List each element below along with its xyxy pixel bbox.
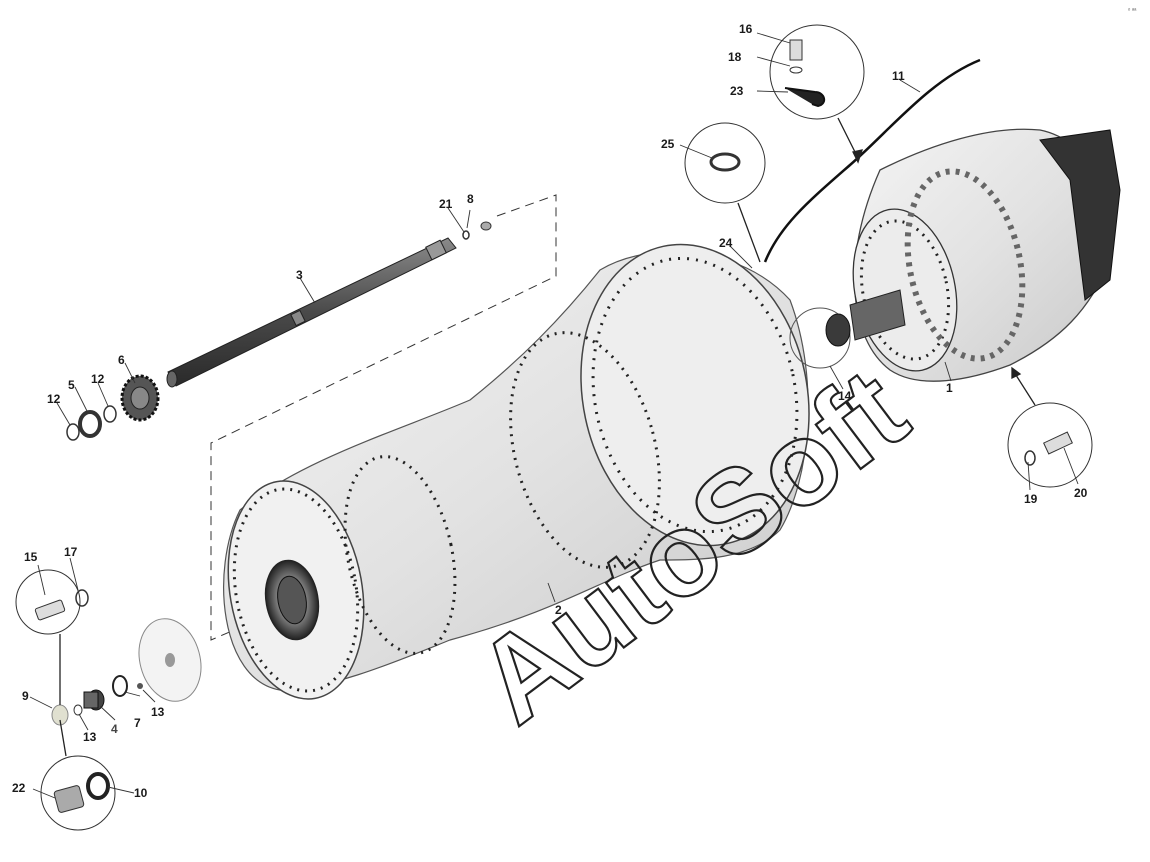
detail-circle-19-20 xyxy=(1007,402,1093,488)
callout-5: 5 xyxy=(68,378,75,392)
drive-motor xyxy=(825,128,1121,382)
callout-10: 10 xyxy=(134,786,148,800)
detail-circle-25 xyxy=(684,122,766,204)
leader-lines xyxy=(29,32,1079,799)
callout-1: 1 xyxy=(946,381,953,395)
callout-15: 15 xyxy=(24,550,38,564)
callout-22: 22 xyxy=(12,781,26,795)
callout-9: 9 xyxy=(22,689,29,703)
callout-23: 23 xyxy=(730,84,744,98)
callout-20: 20 xyxy=(1074,486,1088,500)
callout-18: 18 xyxy=(728,50,742,64)
callout-2: 2 xyxy=(555,603,562,617)
detail-contents xyxy=(34,39,1073,813)
callout-14: 14 xyxy=(838,389,852,403)
hub-housing xyxy=(223,243,810,700)
plug-fittings xyxy=(51,675,143,726)
cap-disc xyxy=(138,618,202,702)
callout-4: 4 xyxy=(111,722,118,736)
o-ring xyxy=(789,307,851,369)
callout-19: 19 xyxy=(1024,492,1038,506)
callout-12a: 12 xyxy=(91,372,105,386)
detail-circle-22-10 xyxy=(40,755,116,831)
callout-7: 7 xyxy=(134,716,141,730)
callout-13b: 13 xyxy=(83,730,97,744)
callout-24: 24 xyxy=(719,236,733,250)
pointer-arrows xyxy=(59,117,1036,757)
callout-17: 17 xyxy=(64,545,78,559)
detail-circle-15-17 xyxy=(15,569,81,635)
callout-13a: 13 xyxy=(151,705,165,719)
callout-25: 25 xyxy=(661,137,675,151)
callout-8: 8 xyxy=(467,192,474,206)
callout-16: 16 xyxy=(739,22,753,36)
callout-labels: 1 2 3 4 5 6 7 8 9 10 11 12 12 13 13 13 1… xyxy=(12,22,1088,800)
detail-circles xyxy=(15,24,1093,831)
callout-3: 3 xyxy=(296,268,303,282)
detail-circle-16-18-23 xyxy=(769,24,865,120)
pinion-gear xyxy=(120,374,160,422)
corner-mark: ᵒ ᵃᵃ xyxy=(1128,8,1137,14)
washers-rings xyxy=(66,221,492,441)
callout-12b: 12 xyxy=(47,392,61,406)
callout-6: 6 xyxy=(118,353,125,367)
guide-lines xyxy=(210,194,557,641)
cable xyxy=(763,58,981,263)
drive-shaft xyxy=(166,237,457,388)
callout-11: 11 xyxy=(892,69,905,83)
callout-21: 21 xyxy=(439,197,453,211)
